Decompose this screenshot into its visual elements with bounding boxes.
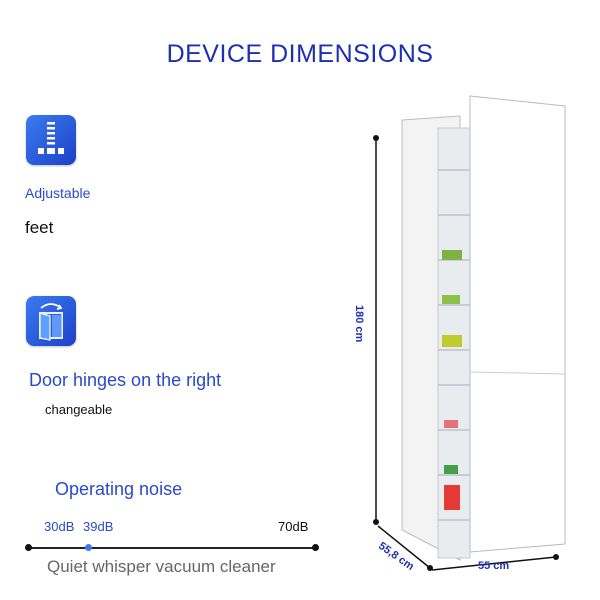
door-hinge-icon bbox=[26, 296, 76, 346]
noise-scale-marker-dot bbox=[85, 544, 92, 551]
dimension-height: 180 cm bbox=[353, 305, 365, 343]
feature-feet-subtitle: feet bbox=[25, 218, 54, 237]
noise-scale-start-dot bbox=[25, 544, 32, 551]
dimension-width: 55 cm bbox=[478, 560, 510, 572]
feature-hinges-subtitle: changeable bbox=[45, 402, 113, 417]
feature-hinges-title: Door hinges on the right bbox=[29, 370, 222, 390]
fridge-illustration bbox=[373, 95, 566, 571]
noise-caption: Quiet whisper vacuum cleaner bbox=[47, 557, 276, 576]
noise-value-low: 30dB bbox=[44, 519, 75, 534]
page-title: DEVICE DIMENSIONS bbox=[166, 40, 434, 68]
feature-feet-title: Adjustable bbox=[25, 185, 91, 201]
noise-scale-line bbox=[28, 547, 316, 549]
noise-value-mid: 39dB bbox=[83, 519, 114, 534]
noise-value-high: 70dB bbox=[278, 519, 309, 534]
noise-title: Operating noise bbox=[55, 479, 183, 499]
adjustable-feet-icon bbox=[26, 115, 76, 165]
noise-scale-end-dot bbox=[312, 544, 319, 551]
